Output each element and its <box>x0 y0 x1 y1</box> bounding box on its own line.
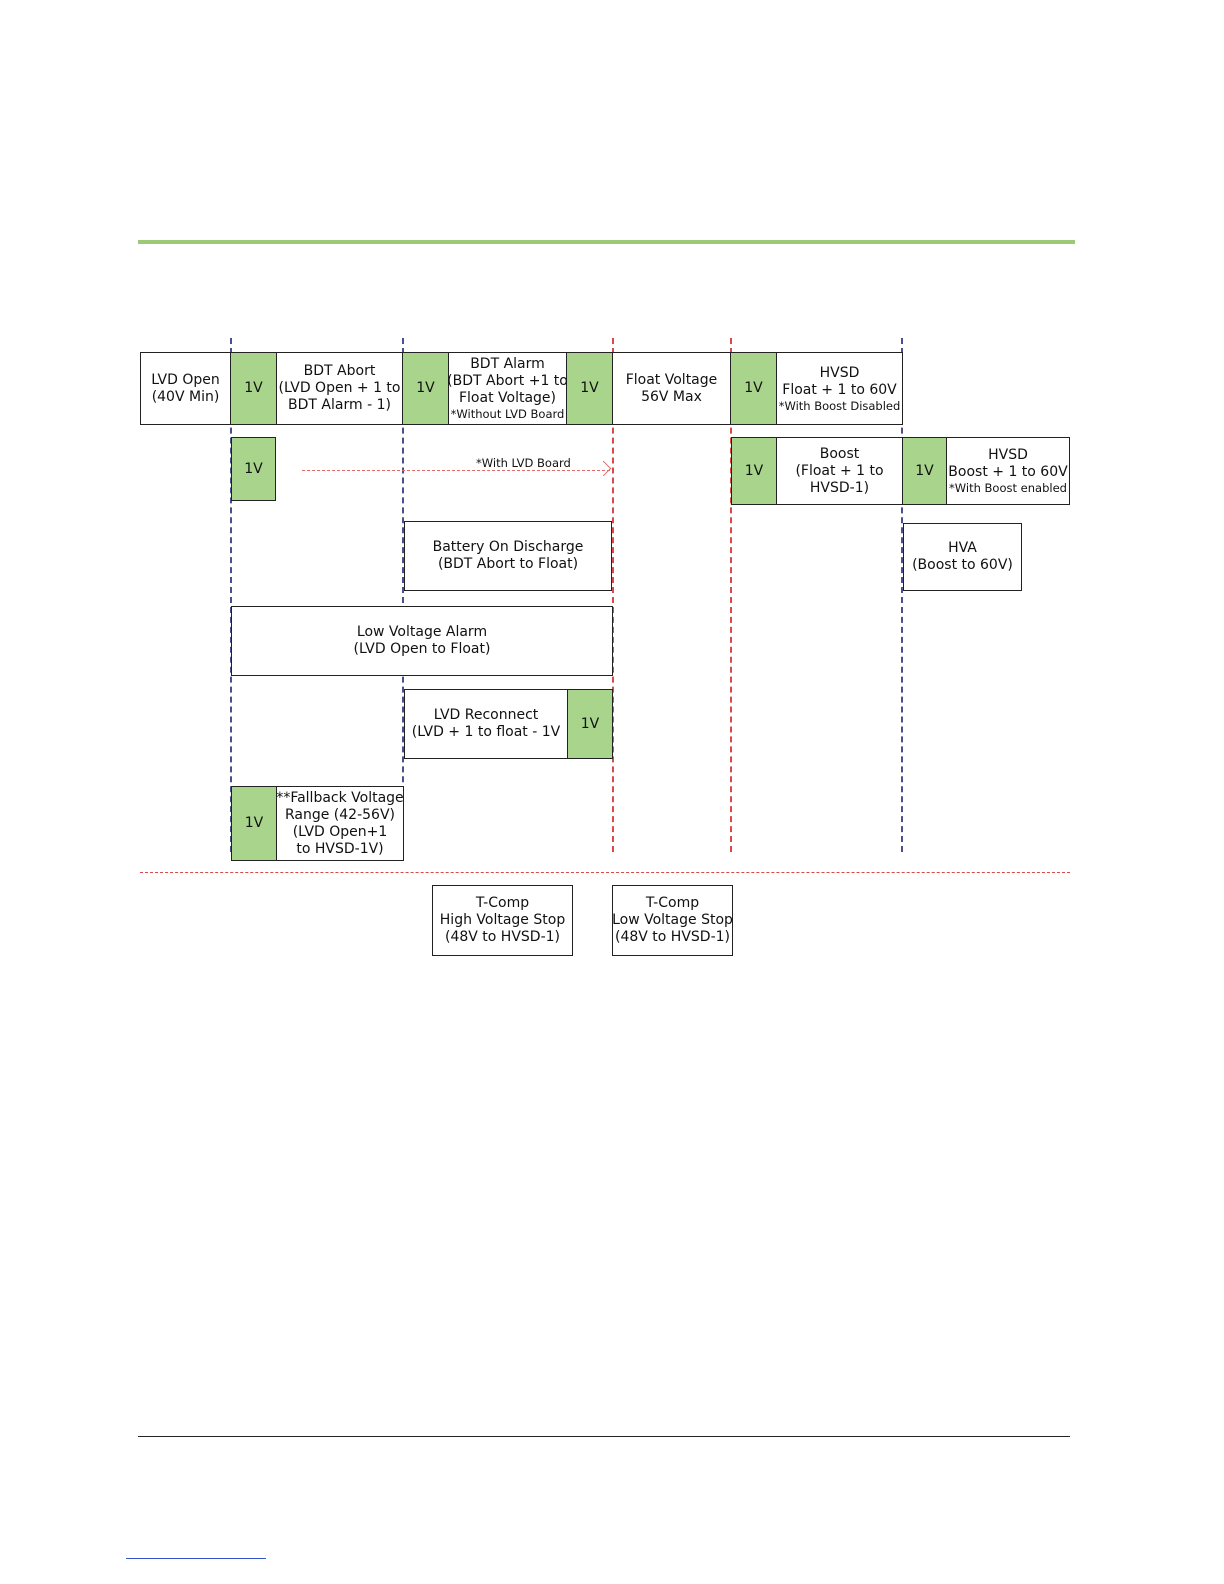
guide-line-float-plus-one <box>730 338 732 852</box>
low-voltage-alarm-range: (LVD Open to Float) <box>353 641 491 657</box>
one-volt-block: 1V <box>731 352 777 425</box>
lvd-open-range: (40V Min) <box>151 388 220 405</box>
fallback-voltage-box: **Fallback Voltage Range (42-56V) (LVD O… <box>276 786 404 861</box>
one-volt-label: 1V <box>580 715 600 732</box>
tcomp-title: T-Comp <box>645 895 700 911</box>
hvsd-title: HVSD <box>988 447 1028 463</box>
bdt-alarm-box: BDT Alarm (BDT Abort +1 to Float Voltage… <box>447 352 568 425</box>
bdt-alarm-line2: (BDT Abort +1 to <box>447 373 568 389</box>
bdt-abort-line3: BDT Alarm - 1) <box>288 397 391 413</box>
fallback-line2: Range (42-56V) <box>284 806 395 823</box>
one-volt-label: 1V <box>744 380 763 396</box>
one-volt-block: 1V <box>231 786 277 861</box>
boost-line2: (Float + 1 to <box>795 462 884 479</box>
float-voltage-title: Float Voltage <box>625 371 718 388</box>
hvsd-note: *With Boost enabled <box>949 481 1067 495</box>
bdt-alarm-note: *Without LVD Board <box>450 407 565 421</box>
one-volt-block: 1V <box>403 352 449 425</box>
tcomp-line3: (48V to HVSD-1) <box>444 929 560 945</box>
lvd-reconnect-box: LVD Reconnect (LVD + 1 to float - 1V <box>404 689 567 759</box>
one-volt-label: 1V <box>744 462 764 479</box>
fallback-line4: to HVSD-1V) <box>296 840 384 857</box>
one-volt-block: 1V <box>567 352 613 425</box>
boost-title: Boost <box>819 445 860 462</box>
guide-line-float <box>612 338 614 852</box>
footnote-rule <box>126 1558 266 1559</box>
footer-rule <box>138 1436 1070 1437</box>
bdt-abort-title: BDT Abort <box>303 363 376 379</box>
hva-title: HVA <box>948 540 977 556</box>
lvd-reconnect-range: (LVD + 1 to float - 1V <box>411 724 561 740</box>
one-volt-label: 1V <box>244 460 263 477</box>
tcomp-high-voltage-stop-box: T-Comp High Voltage Stop (48V to HVSD-1) <box>432 885 573 956</box>
bdt-alarm-line3: Float Voltage) <box>458 390 556 406</box>
lvd-reconnect-title: LVD Reconnect <box>433 707 539 723</box>
boost-box: Boost (Float + 1 to HVSD-1) <box>777 437 903 505</box>
bdt-abort-line2: (LVD Open + 1 to <box>278 380 401 396</box>
tcomp-line2: High Voltage Stop <box>439 912 566 928</box>
tcomp-line2: Low Voltage Stop <box>612 912 733 928</box>
one-volt-block: 1V <box>731 437 777 505</box>
hvsd-line2: Boost + 1 to 60V <box>948 464 1068 480</box>
one-volt-label: 1V <box>580 380 599 396</box>
battery-on-discharge-title: Battery On Discharge <box>432 539 584 555</box>
tcomp-divider <box>140 872 1070 873</box>
tcomp-title: T-Comp <box>475 895 530 911</box>
with-lvd-board-arrow <box>302 470 610 471</box>
hvsd-boost-enabled-box: HVSD Boost + 1 to 60V *With Boost enable… <box>947 437 1070 505</box>
one-volt-label: 1V <box>244 815 264 831</box>
hvsd-boost-disabled-box: HVSD Float + 1 to 60V *With Boost Disabl… <box>777 352 903 425</box>
float-voltage-max: 56V Max <box>641 388 702 405</box>
one-volt-label: 1V <box>416 380 435 396</box>
bdt-abort-box: BDT Abort (LVD Open + 1 to BDT Alarm - 1… <box>277 352 403 425</box>
lvd-open-title: LVD Open <box>151 371 220 388</box>
tcomp-line3: (48V to HVSD-1) <box>614 929 730 945</box>
lvd-open-box: LVD Open (40V Min) <box>140 352 231 425</box>
float-voltage-box: Float Voltage 56V Max <box>613 352 731 425</box>
one-volt-block: 1V <box>903 437 947 505</box>
fallback-title: **Fallback Voltage <box>276 789 404 806</box>
with-lvd-board-label: *With LVD Board <box>474 456 573 470</box>
one-volt-label: 1V <box>915 462 934 479</box>
bdt-alarm-title: BDT Alarm <box>470 356 545 372</box>
hvsd-title: HVSD <box>819 364 860 381</box>
low-voltage-alarm-title: Low Voltage Alarm <box>356 624 488 640</box>
hvsd-note: *With Boost Disabled <box>778 398 901 413</box>
one-volt-block: 1V <box>567 689 613 759</box>
header-rule <box>138 240 1075 244</box>
battery-on-discharge-box: Battery On Discharge (BDT Abort to Float… <box>404 521 612 591</box>
hvsd-line2: Float + 1 to 60V <box>782 381 897 398</box>
hva-box: HVA (Boost to 60V) <box>903 523 1022 591</box>
one-volt-block: 1V <box>231 352 277 425</box>
one-volt-label: 1V <box>244 380 263 396</box>
boost-line3: HVSD-1) <box>809 479 870 496</box>
tcomp-low-voltage-stop-box: T-Comp Low Voltage Stop (48V to HVSD-1) <box>612 885 733 956</box>
guide-line-boost <box>901 338 903 852</box>
low-voltage-alarm-box: Low Voltage Alarm (LVD Open to Float) <box>231 606 613 676</box>
fallback-line3: (LVD Open+1 <box>292 823 388 840</box>
guide-line-lvd-open <box>230 338 232 852</box>
battery-on-discharge-range: (BDT Abort to Float) <box>437 556 579 572</box>
hva-range: (Boost to 60V) <box>912 557 1013 573</box>
guide-line-bdt-abort <box>402 338 404 852</box>
arrow-head-icon <box>595 460 612 477</box>
one-volt-block: 1V <box>231 437 276 501</box>
